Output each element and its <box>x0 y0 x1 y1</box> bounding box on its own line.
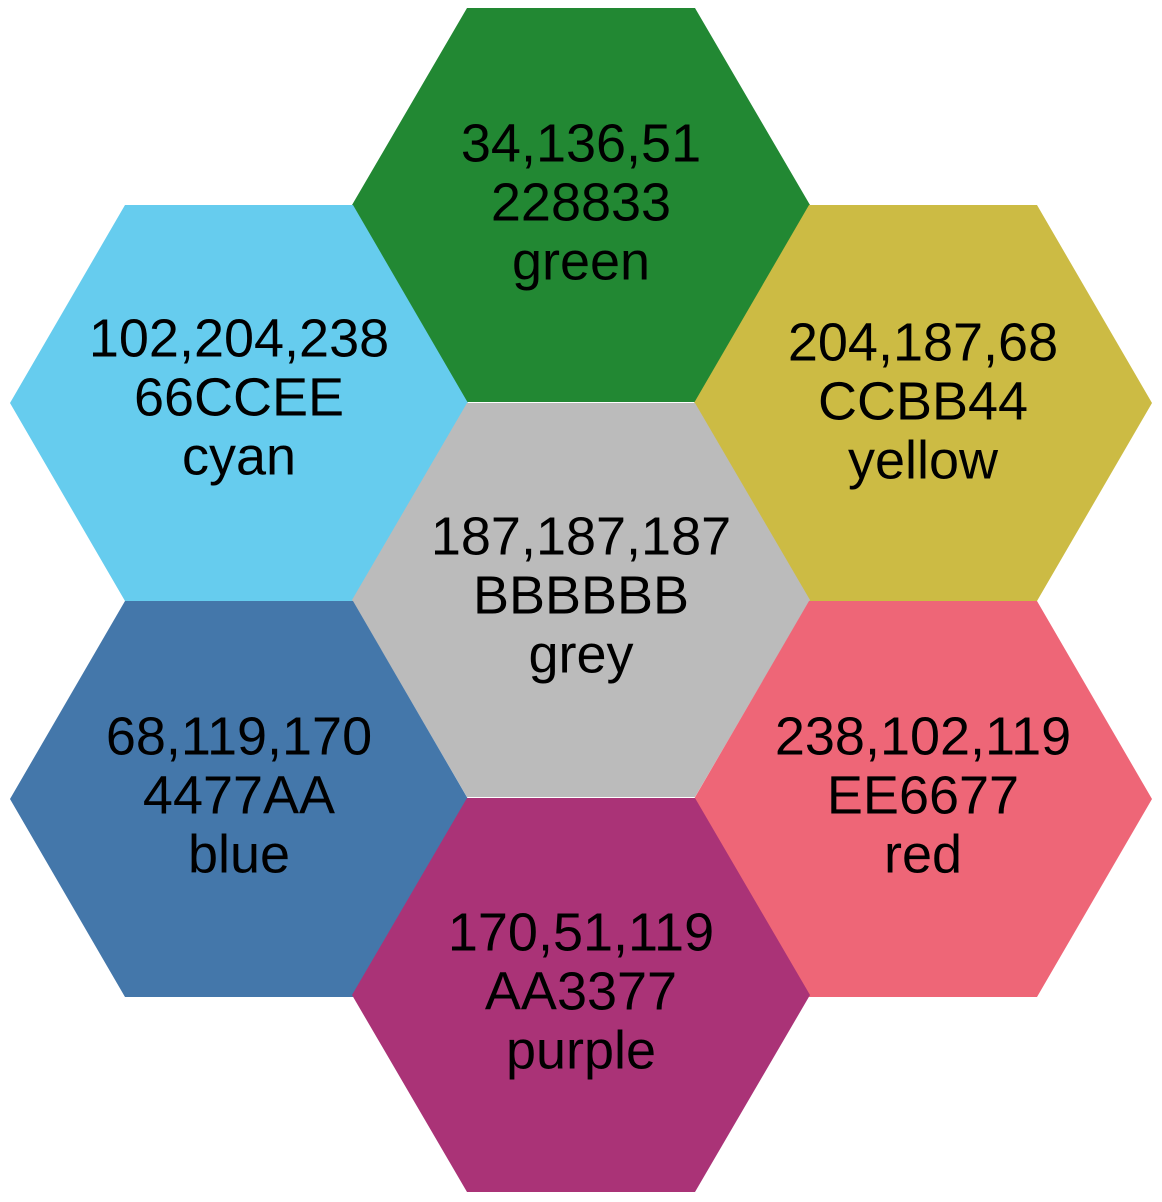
hexagon-cyan <box>10 205 468 601</box>
label-yellow: 204,187,68 CCBB44 yellow <box>743 312 1103 491</box>
rgb-value: 204,187,68 <box>787 312 1059 373</box>
color-name: cyan <box>181 426 297 487</box>
label-red: 238,102,119 EE6677 red <box>743 706 1103 885</box>
hex-code: 66CCEE <box>133 367 345 428</box>
label-green: 34,136,51 228833 green <box>401 113 761 292</box>
color-name: green <box>511 231 651 292</box>
hexagon-green <box>352 8 810 402</box>
rgb-value: 68,119,170 <box>105 706 373 767</box>
hex-code: AA3377 <box>484 961 678 1022</box>
color-name: red <box>883 824 963 885</box>
color-name: blue <box>187 824 291 885</box>
rgb-value: 102,204,238 <box>88 308 390 369</box>
rgb-value: 34,136,51 <box>460 113 702 174</box>
label-grey: 187,187,187 BBBBBB grey <box>401 506 761 685</box>
color-name: yellow <box>847 430 999 491</box>
color-name: grey <box>528 624 634 685</box>
hex-code: EE6677 <box>826 765 1020 826</box>
hex-code: BBBBBB <box>472 565 690 626</box>
label-purple: 170,51,119 AA3377 purple <box>401 902 761 1081</box>
rgb-value: 238,102,119 <box>774 706 1072 767</box>
label-blue: 68,119,170 4477AA blue <box>59 706 419 885</box>
rgb-value: 187,187,187 <box>430 506 732 567</box>
hexagon-red <box>694 601 1152 997</box>
rgb-value: 170,51,119 <box>447 902 715 963</box>
label-cyan: 102,204,238 66CCEE cyan <box>59 308 419 487</box>
hex-code: 228833 <box>490 172 672 233</box>
hexagon-blue <box>10 601 468 997</box>
color-name: purple <box>505 1020 657 1081</box>
hexagon-yellow <box>694 205 1152 601</box>
hex-code: 4477AA <box>142 765 336 826</box>
hexagon-purple <box>352 798 810 1192</box>
hexagon-grey <box>352 403 810 797</box>
hex-code: CCBB44 <box>817 371 1029 432</box>
